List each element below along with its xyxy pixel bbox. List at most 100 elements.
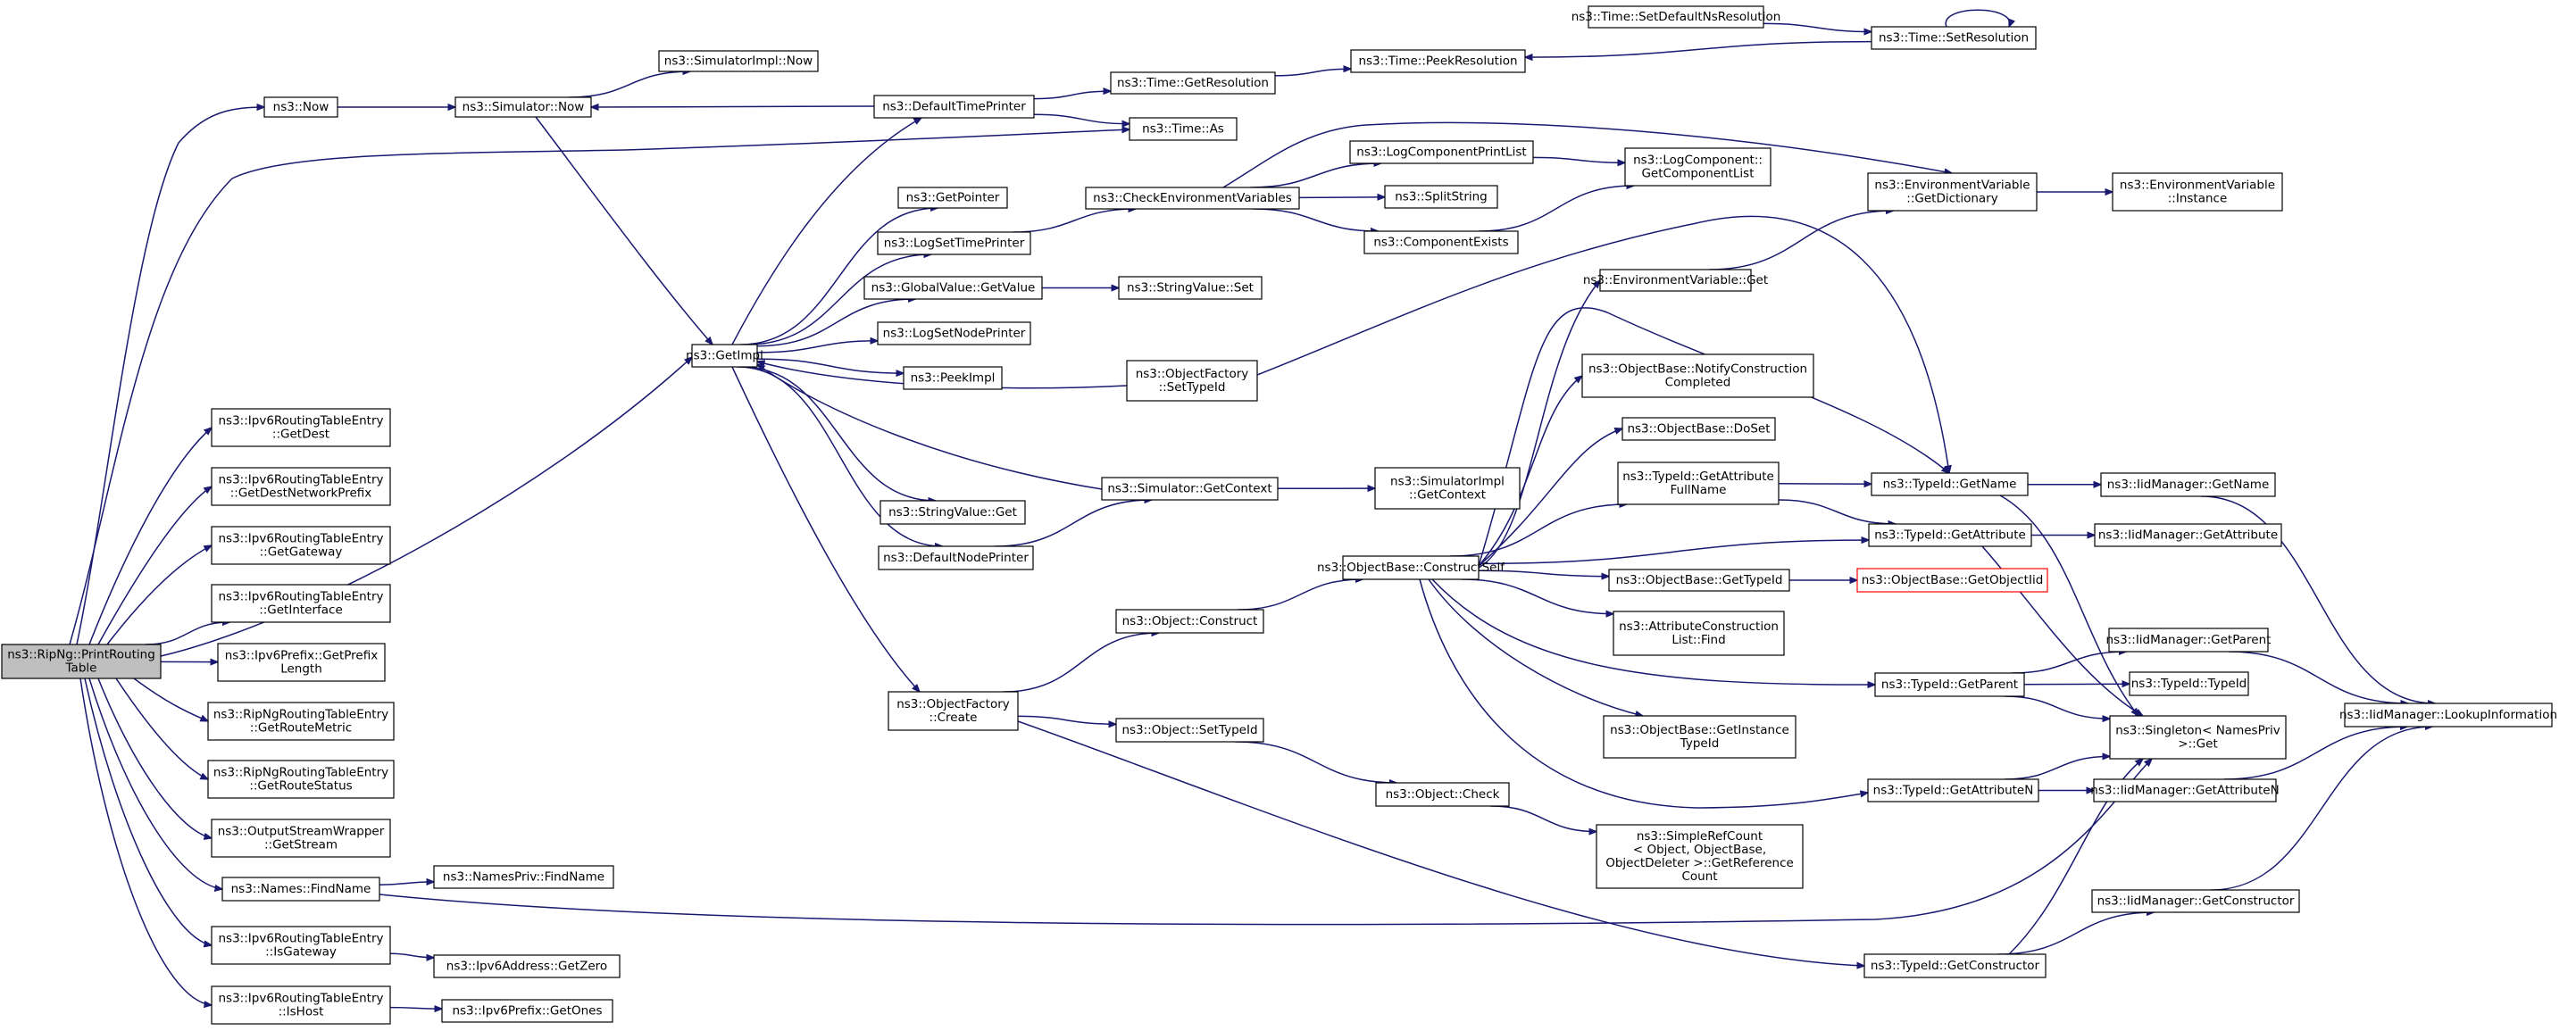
edge-obconstruct-to-envget: [1478, 280, 1600, 569]
node-envdict[interactable]: ns3::EnvironmentVariable::GetDictionary: [1867, 172, 2038, 212]
node-ofcreate[interactable]: ns3::ObjectFactory::Create: [888, 691, 1019, 731]
node-envget[interactable]: ns3::EnvironmentVariable::Get: [1583, 269, 1768, 292]
edge-line: [1478, 540, 1869, 565]
node-objcheck[interactable]: ns3::Object::Check: [1375, 782, 1510, 807]
node-label-line: ns3::TypeId::GetName: [1883, 478, 2017, 492]
node-dnp[interactable]: ns3::DefaultNodePrinter: [878, 545, 1034, 570]
node-box: [2100, 472, 2276, 497]
node-objsettid[interactable]: ns3::Object::SetTypeId: [1115, 718, 1264, 743]
edge-line: [740, 366, 936, 501]
node-splitstr[interactable]: ns3::SplitString: [1384, 185, 1498, 209]
node-tidgetctor[interactable]: ns3::TypeId::GetConstructor: [1863, 953, 2047, 978]
node-strvalset[interactable]: ns3::StringValue::Set: [1118, 276, 1263, 300]
node-ripmetric[interactable]: ns3::RipNgRoutingTableEntry::GetRouteMet…: [207, 702, 395, 741]
node-simimplnow[interactable]: ns3::SimulatorImpl::Now: [658, 50, 819, 72]
node-tidgetattrn[interactable]: ns3::TypeId::GetAttributeN: [1867, 778, 2039, 802]
node-simimplgetctx[interactable]: ns3::SimulatorImpl::GetContext: [1374, 467, 1521, 510]
node-timeas[interactable]: ns3::Time::As: [1129, 117, 1238, 141]
node-iidgetparent[interactable]: ns3::IidManager::GetParent: [2106, 628, 2272, 653]
node-setdefns[interactable]: ns3::Time::SetDefaultNsResolution: [1571, 5, 1781, 29]
edge-line: [2223, 727, 2408, 780]
node-iidgetname[interactable]: ns3::IidManager::GetName: [2100, 472, 2276, 497]
node-checkenv[interactable]: ns3::CheckEnvironmentVariables: [1085, 187, 1300, 210]
edge-line: [1778, 499, 1896, 524]
node-getptr[interactable]: ns3::GetPointer: [897, 187, 1008, 209]
edge-line: [1461, 578, 1613, 614]
node-ishost[interactable]: ns3::Ipv6RoutingTableEntry::IsHost: [211, 985, 391, 1025]
node-setres[interactable]: ns3::Time::SetResolution: [1871, 26, 2037, 50]
node-label-line: ns3::DefaultNodePrinter: [883, 551, 1029, 565]
node-box: [1871, 26, 2037, 50]
node-label-line: < Object, ObjectBase,: [1633, 843, 1766, 857]
edge-line: [1490, 805, 1596, 832]
node-obdoset[interactable]: ns3::ObjectBase::DoSet: [1621, 417, 1776, 441]
node-obgetoid[interactable]: ns3::ObjectBase::GetObjectIid: [1856, 568, 2048, 593]
node-ipv6gw[interactable]: ns3::Ipv6RoutingTableEntry::GetGateway: [211, 526, 391, 565]
node-obnotify[interactable]: ns3::ObjectBase::NotifyConstructionCompl…: [1581, 353, 1814, 398]
edge-getimpl-to-strvalget: [740, 366, 936, 501]
node-envinst[interactable]: ns3::EnvironmentVariable::Instance: [2112, 172, 2283, 212]
node-strvalget[interactable]: ns3::StringValue::Get: [880, 500, 1026, 525]
edge-logsettp-to-checkenv: [1013, 209, 1137, 233]
node-peekres[interactable]: ns3::Time::PeekResolution: [1350, 49, 1526, 73]
node-compexists[interactable]: ns3::ComponentExists: [1363, 230, 1519, 254]
node-label-line: List::Find: [1671, 633, 1725, 647]
node-tidtid[interactable]: ns3::TypeId::TypeId: [2129, 671, 2249, 696]
node-osw[interactable]: ns3::OutputStreamWrapper::GetStream: [211, 819, 391, 858]
node-getimpl[interactable]: ns3::GetImpl: [686, 344, 763, 368]
node-iidgetctor[interactable]: ns3::IidManager::GetConstructor: [2091, 889, 2300, 913]
node-iidgetattrn[interactable]: ns3::IidManager::GetAttributeN: [2090, 778, 2280, 802]
node-ripstatus[interactable]: ns3::RipNgRoutingTableEntry::GetRouteSta…: [207, 760, 395, 799]
node-isgw[interactable]: ns3::Ipv6RoutingTableEntry::IsGateway: [211, 926, 391, 965]
node-singleton[interactable]: ns3::Singleton< NamesPriv>::Get: [2109, 715, 2287, 760]
edge-getres-to-peekres: [1274, 69, 1351, 77]
edge-line: [1479, 186, 1635, 232]
node-getcomplist[interactable]: ns3::LogComponent::GetComponentList: [1624, 147, 1772, 187]
node-peekimpl[interactable]: ns3::PeekImpl: [903, 366, 1003, 390]
edge-getimpl-to-logsetnp: [756, 341, 878, 353]
edge-root-to-ripmetric: [133, 678, 208, 722]
node-iidgetattr[interactable]: ns3::IidManager::GetAttribute: [2094, 523, 2282, 547]
node-logsetnp[interactable]: ns3::LogSetNodePrinter: [877, 321, 1031, 345]
node-ipv6destprefix[interactable]: ns3::Ipv6RoutingTableEntry::GetDestNetwo…: [211, 467, 391, 506]
node-label-line: ::GetRouteStatus: [249, 779, 352, 794]
node-ipv6if[interactable]: ns3::Ipv6RoutingTableEntry::GetInterface: [211, 584, 391, 623]
node-lcpl[interactable]: ns3::LogComponentPrintList: [1349, 140, 1534, 164]
node-label-line: ns3::OutputStreamWrapper: [218, 825, 385, 839]
node-tidgetname[interactable]: ns3::TypeId::GetName: [1871, 472, 2029, 496]
node-dtp[interactable]: ns3::DefaultTimePrinter: [873, 95, 1035, 119]
node-tidgetparent[interactable]: ns3::TypeId::GetParent: [1874, 672, 2025, 697]
node-label-line: ::GetDictionary: [1906, 192, 1997, 206]
node-obgettid[interactable]: ns3::ObjectBase::GetTypeId: [1608, 569, 1790, 592]
node-tidgetattr[interactable]: ns3::TypeId::GetAttribute: [1868, 523, 2032, 547]
node-namesfind[interactable]: ns3::Names::FindName: [221, 877, 380, 902]
node-gvgetvalue[interactable]: ns3::GlobalValue::GetValue: [863, 276, 1043, 300]
node-getres[interactable]: ns3::Time::GetResolution: [1110, 71, 1276, 95]
node-simgetctx[interactable]: ns3::Simulator::GetContext: [1101, 477, 1279, 501]
node-now[interactable]: ns3::Now: [263, 96, 338, 118]
node-ofsettype[interactable]: ns3::ObjectFactory::SetTypeId: [1126, 360, 1258, 402]
edge-tidgetparent-to-iidgetparent: [2012, 652, 2126, 674]
node-logsettp[interactable]: ns3::LogSetTimePrinter: [877, 231, 1031, 255]
node-label-line: ns3::ObjectBase::GetInstance: [1610, 723, 1789, 737]
node-iidlookup[interactable]: ns3::IidManager::LookupInformation: [2339, 703, 2557, 728]
node-npfind[interactable]: ns3::NamesPriv::FindName: [433, 865, 614, 889]
node-getones[interactable]: ns3::Ipv6Prefix::GetOnes: [441, 999, 613, 1023]
node-simnow[interactable]: ns3::Simulator::Now: [454, 96, 592, 118]
node-srcount[interactable]: ns3::SimpleRefCount< Object, ObjectBase,…: [1596, 824, 1804, 889]
node-objconstruct[interactable]: ns3::Object::Construct: [1115, 609, 1264, 634]
node-label-line: ns3::SplitString: [1395, 190, 1488, 204]
node-label-line: ns3::IidManager::GetParent: [2106, 633, 2272, 647]
edge-line: [1478, 376, 1582, 567]
edge-line: [1999, 495, 2138, 716]
edge-line: [2004, 695, 2110, 719]
node-ipv6dest[interactable]: ns3::Ipv6RoutingTableEntry::GetDest: [211, 408, 391, 447]
edge-line: [1945, 9, 2010, 27]
node-ipv6zero[interactable]: ns3::Ipv6Address::GetZero: [433, 954, 621, 978]
edge-line: [1256, 215, 1949, 473]
node-obconstruct[interactable]: ns3::ObjectBase::ConstructSelf: [1317, 555, 1505, 580]
